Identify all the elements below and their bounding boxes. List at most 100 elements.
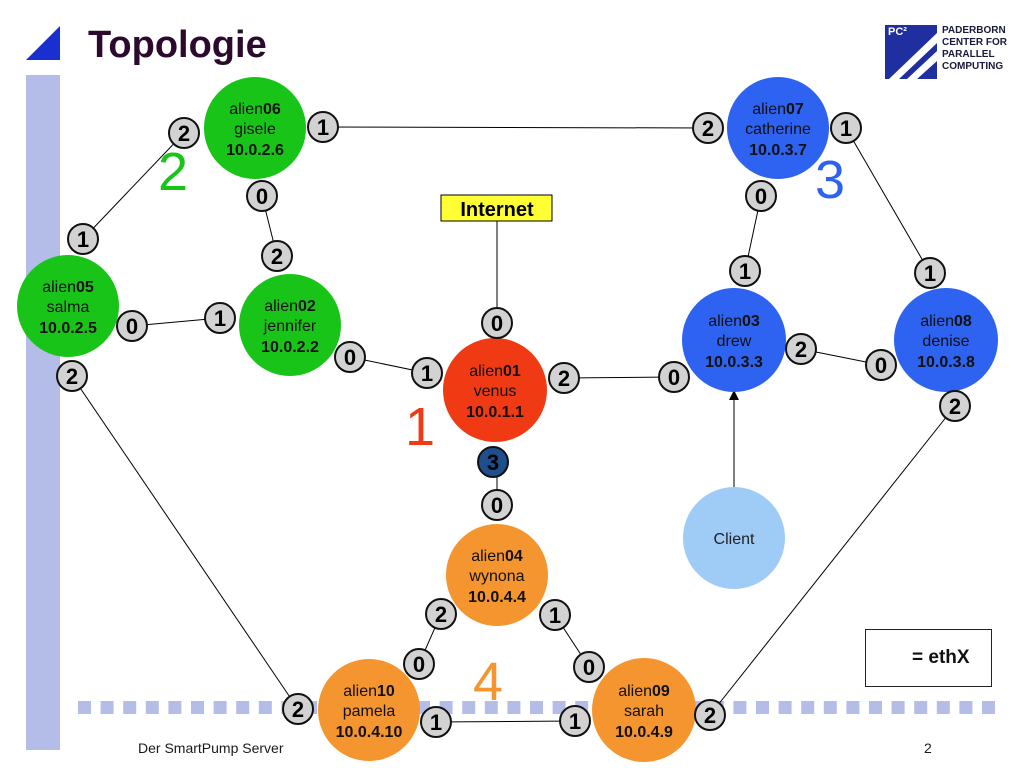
port-p01-2: 2 bbox=[548, 362, 580, 394]
port-p09-0: 0 bbox=[573, 651, 605, 683]
alien08-host: denise bbox=[922, 333, 969, 350]
port-p06-2: 2 bbox=[168, 117, 200, 149]
port-p03-0: 0 bbox=[658, 361, 690, 393]
title-triangle-icon bbox=[26, 26, 60, 60]
port-p06-0: 0 bbox=[246, 180, 278, 212]
port-p10-2: 2 bbox=[282, 693, 314, 725]
group-label-3: 3 bbox=[815, 150, 845, 210]
port-circle-icon bbox=[548, 362, 580, 394]
port-p08-1: 1 bbox=[914, 257, 946, 289]
node-prefix: alien bbox=[708, 313, 742, 330]
node-number: 01 bbox=[503, 363, 521, 380]
port-circle-icon bbox=[692, 112, 724, 144]
port-circle-icon bbox=[481, 307, 513, 339]
node-number: 05 bbox=[76, 279, 94, 296]
port-circle-icon bbox=[307, 111, 339, 143]
logo-badge: PC² bbox=[888, 26, 907, 38]
port-circle-icon bbox=[403, 648, 435, 680]
alien10-host: pamela bbox=[343, 703, 396, 720]
port-label: 0 bbox=[126, 314, 138, 339]
port-p07-1: 1 bbox=[830, 112, 862, 144]
port-label: 0 bbox=[668, 365, 680, 390]
port-p09-1: 1 bbox=[559, 705, 591, 737]
alien03-host: drew bbox=[717, 333, 752, 350]
port-label: 0 bbox=[755, 184, 767, 209]
dotted-divider bbox=[78, 701, 995, 714]
alien06-circle[interactable] bbox=[204, 77, 306, 179]
port-circle-icon bbox=[477, 446, 509, 478]
link-06-05 bbox=[82, 132, 185, 240]
legend-text: = ethX bbox=[912, 647, 970, 668]
port-label: 2 bbox=[558, 366, 570, 391]
port-p05-2: 2 bbox=[56, 360, 88, 392]
alien04-circle[interactable] bbox=[446, 524, 548, 626]
port-circle-icon bbox=[56, 360, 88, 392]
port-label: 0 bbox=[413, 652, 425, 677]
node-number: 02 bbox=[298, 298, 316, 315]
port-circle-icon bbox=[939, 390, 971, 422]
left-bar bbox=[26, 75, 60, 750]
nodes: alien06gisele10.0.2.6alien05salma10.0.2.… bbox=[17, 77, 998, 762]
alien09-ip: 10.0.4.9 bbox=[615, 724, 673, 741]
alien10-name: alien10 bbox=[343, 683, 395, 700]
logo-line: PADERBORN bbox=[942, 25, 1006, 36]
link-01-03 bbox=[563, 376, 675, 379]
port-p03-1: 1 bbox=[729, 255, 761, 287]
node-prefix: alien bbox=[343, 683, 377, 700]
alien06-ip: 10.0.2.6 bbox=[226, 142, 284, 159]
port-label: 2 bbox=[704, 703, 716, 728]
alien09-circle[interactable] bbox=[592, 658, 696, 762]
alien09-node[interactable]: alien09 sarah 10.0.4.9 bbox=[592, 658, 696, 762]
node-number: 04 bbox=[505, 548, 523, 565]
port-p02-1: 1 bbox=[204, 302, 236, 334]
node-prefix: alien bbox=[618, 683, 652, 700]
alien08-circle[interactable] bbox=[894, 288, 998, 392]
client-node[interactable] bbox=[683, 487, 785, 589]
alien05-circle[interactable] bbox=[17, 255, 119, 357]
port-circle-icon bbox=[785, 333, 817, 365]
alien10-circle[interactable] bbox=[318, 659, 420, 761]
alien03-circle[interactable] bbox=[682, 288, 786, 392]
alien07-name: alien07 bbox=[752, 101, 804, 118]
port-p05-1: 1 bbox=[67, 223, 99, 255]
alien01-host: venus bbox=[474, 383, 517, 400]
alien07-ip: 10.0.3.7 bbox=[749, 142, 807, 159]
alien10-node[interactable]: alien10 pamela 10.0.4.10 bbox=[318, 659, 420, 761]
port-label: 0 bbox=[583, 655, 595, 680]
alien04-ip: 10.0.4.4 bbox=[468, 589, 526, 606]
port-circle-icon bbox=[573, 651, 605, 683]
port-circle-icon bbox=[411, 357, 443, 389]
port-p04-1: 1 bbox=[539, 599, 571, 631]
alien09-name: alien09 bbox=[618, 683, 670, 700]
node-number: 10 bbox=[377, 683, 395, 700]
alien01-circle[interactable] bbox=[443, 338, 547, 442]
alien03-ip: 10.0.3.3 bbox=[705, 354, 763, 371]
port-p04-0: 0 bbox=[481, 489, 513, 521]
alien10-ip: 10.0.4.10 bbox=[336, 724, 403, 741]
alien09-host: sarah bbox=[624, 703, 664, 720]
port-circle-icon bbox=[559, 705, 591, 737]
port-label: 1 bbox=[569, 709, 581, 734]
link-10-09 bbox=[435, 720, 576, 723]
port-label: 0 bbox=[875, 353, 887, 378]
alien07-circle[interactable] bbox=[727, 77, 829, 179]
alien01-ip: 10.0.1.1 bbox=[466, 404, 524, 421]
alien02-circle[interactable] bbox=[239, 274, 341, 376]
port-circle-icon bbox=[481, 489, 513, 521]
port-label: 0 bbox=[491, 311, 503, 336]
port-label: 2 bbox=[702, 116, 714, 141]
port-circle-icon bbox=[282, 693, 314, 725]
alien06-host: gisele bbox=[234, 121, 276, 138]
port-label: 2 bbox=[292, 697, 304, 722]
port-p03-2: 2 bbox=[785, 333, 817, 365]
alien08-name: alien08 bbox=[920, 313, 972, 330]
